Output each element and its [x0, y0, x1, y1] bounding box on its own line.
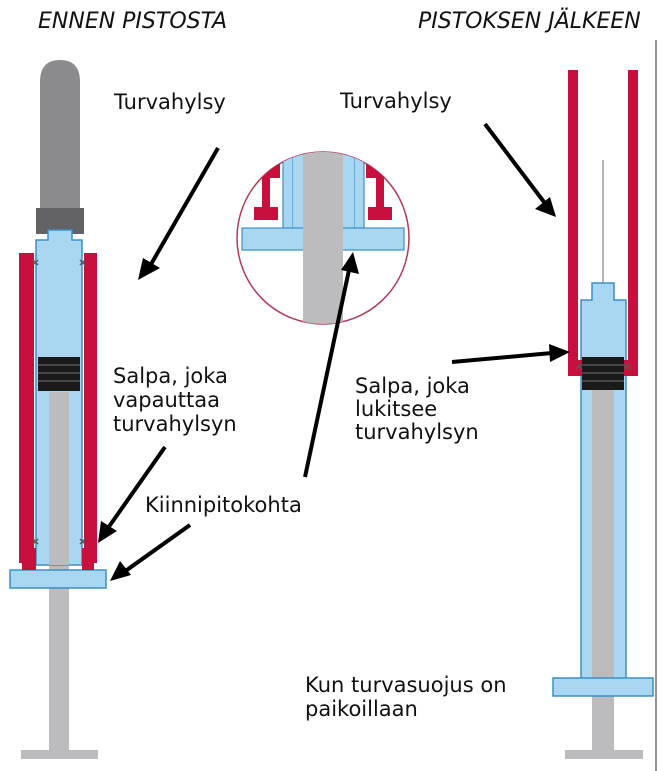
safety-sleeve-after-left: [568, 70, 582, 376]
label-latch-release-line3: turvahylsyn: [113, 412, 237, 436]
safety-sleeve-after-right: [624, 70, 638, 376]
label-latch-lock-line3: turvahylsyn: [355, 420, 479, 444]
heading-before: ENNEN PISTOSTA: [38, 9, 227, 34]
label-holding-point: Kiinnipitokohta: [145, 493, 302, 517]
label-sleeve-right: Turvahylsy: [339, 89, 452, 113]
label-latch-release-line2: vapauttaa: [113, 388, 220, 412]
arrows: [98, 122, 570, 581]
clip-marks-left: [32, 259, 86, 545]
plunger-base-left: [21, 750, 98, 759]
syringe-before: [9, 60, 107, 759]
flange-left: [9, 569, 107, 589]
zoom-detail: [236, 151, 410, 325]
label-sleeve-left: Turvahylsy: [113, 90, 226, 114]
syringe-after: [552, 40, 657, 771]
label-latch-release-line1: Salpa, joka: [113, 364, 228, 388]
label-latch-lock-line1: Salpa, joka: [355, 374, 470, 398]
arrow-holding-zoom: [303, 269, 351, 478]
arrow-sleeve-right: [483, 122, 546, 204]
label-guard-in-place: Kun turvasuojus on paikoillaan: [305, 673, 513, 721]
needle-cap: [40, 60, 80, 212]
clip-marks-right: [576, 363, 630, 370]
arrow-sleeve-left: [148, 147, 220, 267]
stopper-left: [38, 357, 80, 391]
label-latch-release: Salpa, joka vapauttaa turvahylsyn: [113, 364, 237, 436]
label-guard-line2: paikoillaan: [305, 697, 418, 721]
arrow-holding-point: [122, 523, 192, 574]
heading-after: PISTOKSEN JÄLKEEN: [418, 8, 641, 34]
plunger-inner-right: [592, 385, 614, 680]
safety-sleeve-right-wall: [82, 253, 97, 570]
safety-sleeve-left: [19, 253, 36, 570]
label-latch-lock-line2: lukitsee: [355, 397, 437, 421]
arrow-latch-lock: [451, 351, 553, 364]
label-latch-lock: Salpa, joka lukitsee turvahylsyn: [355, 374, 479, 444]
flange-right: [552, 677, 654, 697]
plunger-inner-left: [49, 392, 69, 565]
label-guard-line1: Kun turvasuojus on: [305, 673, 507, 697]
plunger-base-right: [565, 750, 643, 759]
arrow-latch-release: [106, 445, 167, 530]
